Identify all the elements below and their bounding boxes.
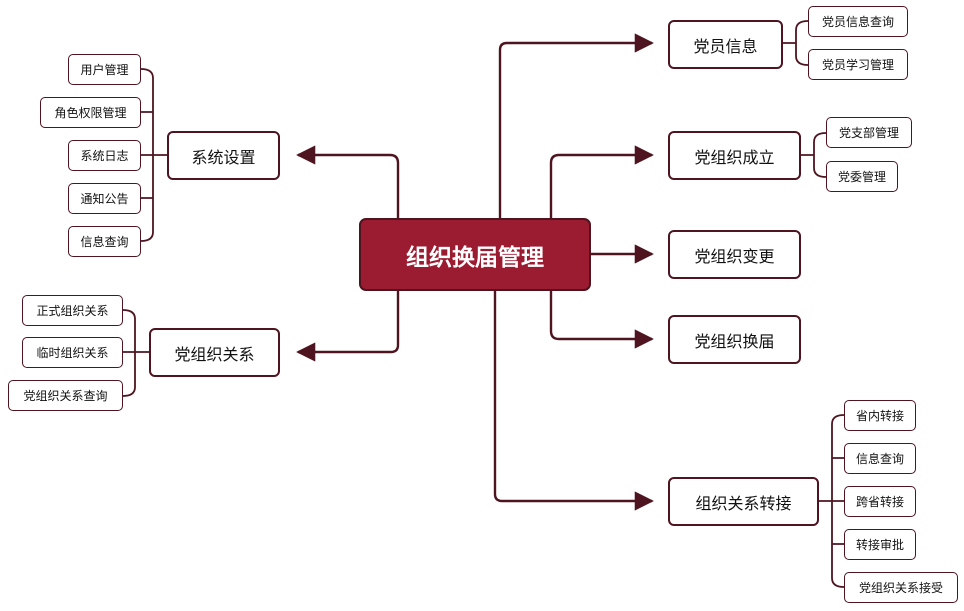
edge-root-huanjie — [549, 291, 654, 349]
topic-dangzuzhi-chengli[interactable]: 党组织成立 — [668, 131, 801, 180]
root-topic[interactable]: 组织换届管理 — [359, 218, 591, 291]
edge-root-xitong — [296, 145, 400, 218]
subtopic-juese-quanxian-guanli[interactable]: 角色权限管理 — [40, 97, 141, 128]
subtopic-dangwei-guanli[interactable]: 党委管理 — [826, 161, 898, 192]
subtopic-xinxi-chaxun-left[interactable]: 信息查询 — [68, 226, 141, 257]
subtopic-zhengshi-zuzhi-guanxi[interactable]: 正式组织关系 — [22, 295, 123, 326]
subtopic-xinxi-chaxun-right[interactable]: 信息查询 — [844, 443, 916, 474]
bracket-guanxi — [122, 309, 149, 397]
edge-root-guanxi — [296, 291, 400, 362]
topic-dangzuzhi-biangeng[interactable]: 党组织变更 — [668, 230, 801, 279]
subtopic-yonghu-guanli[interactable]: 用户管理 — [68, 54, 141, 85]
subtopic-tongzhi-gonggao[interactable]: 通知公告 — [68, 183, 141, 214]
subtopic-dangyuan-xinxi-chaxun[interactable]: 党员信息查询 — [808, 6, 908, 37]
topic-xitong-shezhi[interactable]: 系统设置 — [167, 131, 280, 180]
subtopic-dangzuzhi-guanxi-chaxun[interactable]: 党组织关系查询 — [8, 380, 123, 411]
edge-root-chengli — [549, 145, 654, 218]
bracket-dangyuanxinxi — [783, 20, 809, 66]
subtopic-kuasheng-zhuanjie[interactable]: 跨省转接 — [844, 486, 916, 517]
subtopic-linshi-zuzhi-guanxi[interactable]: 临时组织关系 — [22, 337, 123, 368]
subtopic-shengnei-zhuanjie[interactable]: 省内转接 — [844, 400, 916, 431]
bracket-chengli — [801, 132, 827, 178]
subtopic-dangzuzhi-guanxi-jieshou[interactable]: 党组织关系接受 — [844, 572, 958, 603]
bracket-zhuanjie — [819, 414, 845, 588]
edge-root-zhuanjie — [493, 291, 654, 511]
bracket-xitong — [140, 68, 167, 242]
topic-dangzuzhi-huanjie[interactable]: 党组织换届 — [668, 315, 801, 364]
subtopic-dangzhibu-guanli[interactable]: 党支部管理 — [826, 117, 912, 148]
topic-dangzuzhi-guanxi[interactable]: 党组织关系 — [149, 328, 280, 377]
subtopic-xitong-rizhi[interactable]: 系统日志 — [68, 140, 141, 171]
subtopic-zhuanjie-shenpi[interactable]: 转接审批 — [844, 529, 916, 560]
topic-dangyuan-xinxi[interactable]: 党员信息 — [668, 20, 783, 69]
edge-root-dangyuanxinxi — [498, 33, 654, 218]
subtopic-dangyuan-xuexi-guanli[interactable]: 党员学习管理 — [808, 49, 908, 80]
topic-zuzhi-guanxi-zhuanjie[interactable]: 组织关系转接 — [668, 477, 819, 526]
